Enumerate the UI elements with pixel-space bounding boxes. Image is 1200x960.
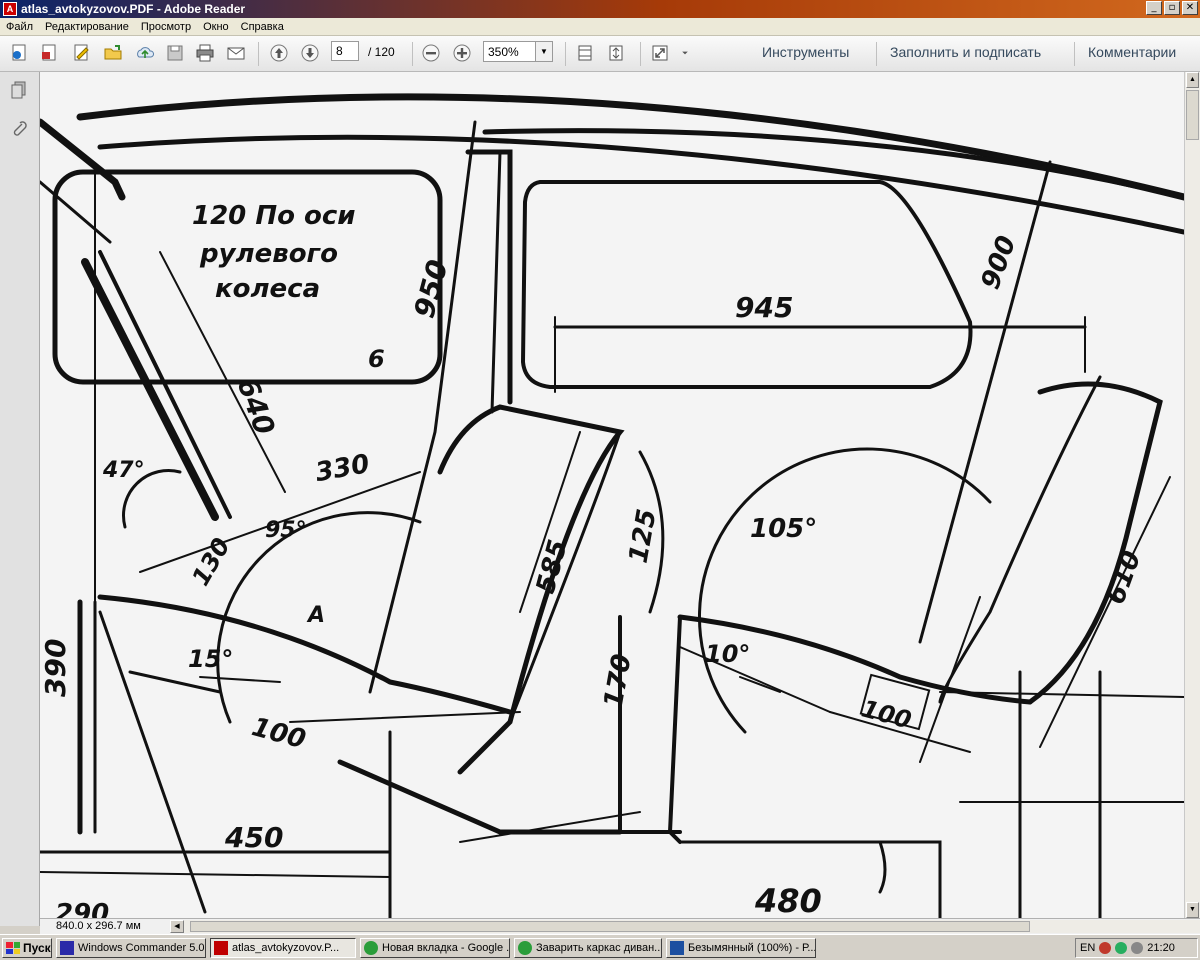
save-icon[interactable]: [164, 42, 186, 64]
label-330: 330: [313, 449, 372, 488]
window-title: atlas_avtokyzovov.PDF - Adobe Reader: [21, 2, 246, 16]
horizontal-scroll-thumb[interactable]: [190, 921, 1030, 932]
windows-commander-icon: [60, 941, 74, 955]
windows-logo-icon: [6, 942, 20, 954]
email-icon[interactable]: [225, 42, 247, 64]
page-count: / 120: [368, 45, 395, 59]
label-480: 480: [754, 882, 822, 918]
page-number-input[interactable]: [331, 41, 359, 61]
label-steering-2: рулевого: [199, 239, 338, 269]
label-100-front: 100: [249, 712, 309, 755]
task-chrome-weld[interactable]: Заварить каркас диван...: [514, 938, 662, 958]
taskbar: Пуск Windows Commander 5.0... atlas_avto…: [0, 934, 1200, 960]
system-tray: EN 21:20: [1075, 938, 1198, 958]
task-paint[interactable]: Безымянный (100%) - Р...: [666, 938, 816, 958]
task-label: Новая вкладка - Google ...: [382, 942, 510, 954]
cloud-upload-icon[interactable]: [134, 42, 156, 64]
start-label: Пуск: [23, 941, 51, 955]
next-page-icon[interactable]: [299, 42, 321, 64]
car-body-drawing: 120 По оси рулевого колеса 950 6 900 945…: [40, 93, 1184, 918]
task-label: atlas_avtokyzovov.P...: [232, 942, 340, 954]
label-6: 6: [368, 345, 385, 373]
vertical-scroll-thumb[interactable]: [1186, 90, 1199, 140]
zoom-select[interactable]: 350% ▼: [483, 41, 553, 62]
vertical-scrollbar[interactable]: ▲ ▼: [1184, 72, 1200, 918]
horizontal-scrollbar[interactable]: ◀ ▶: [170, 920, 1200, 933]
zoom-value: 350%: [488, 45, 519, 59]
volume-icon[interactable]: [1131, 942, 1144, 954]
status-bar: 840.0 x 296.7 мм ◀ ▶: [40, 918, 1200, 934]
attachments-icon[interactable]: [9, 120, 29, 140]
edit-pdf-icon[interactable]: [70, 42, 92, 64]
zoom-out-icon[interactable]: [420, 42, 442, 64]
fit-width-icon[interactable]: [574, 42, 596, 64]
start-button[interactable]: Пуск: [2, 938, 52, 958]
label-125: 125: [624, 507, 663, 566]
task-chrome-new-tab[interactable]: Новая вкладка - Google ...: [360, 938, 510, 958]
language-indicator[interactable]: EN: [1080, 942, 1096, 954]
menu-file[interactable]: Файл: [6, 20, 34, 33]
label-950: 950: [408, 256, 455, 321]
export-pdf-icon[interactable]: [38, 42, 60, 64]
comments-link[interactable]: Комментарии: [1088, 44, 1177, 60]
task-label: Безымянный (100%) - Р...: [688, 942, 816, 954]
label-a: A: [306, 603, 325, 628]
navigation-pane: [0, 72, 40, 926]
previous-page-icon[interactable]: [268, 42, 290, 64]
label-390: 390: [40, 639, 72, 697]
open-folder-icon[interactable]: [102, 42, 124, 64]
adobe-reader-icon: A: [3, 2, 17, 16]
fullscreen-icon[interactable]: [649, 42, 671, 64]
menu-window[interactable]: Окно: [203, 20, 229, 33]
label-290: 290: [55, 899, 109, 918]
image-editor-icon: [670, 941, 684, 955]
task-label: Windows Commander 5.0...: [78, 942, 206, 954]
minimize-button[interactable]: _: [1146, 1, 1162, 15]
toolbar: [0, 36, 1200, 72]
chrome-icon: [364, 941, 378, 955]
create-pdf-icon[interactable]: [8, 42, 30, 64]
label-10-deg: 10°: [705, 640, 750, 668]
label-steering-1: 120 По оси: [192, 201, 356, 231]
scroll-left-arrow-icon[interactable]: ◀: [170, 920, 184, 933]
label-450: 450: [224, 821, 283, 854]
label-105-deg: 105°: [750, 514, 817, 544]
label-170: 170: [599, 652, 638, 711]
clock: 21:20: [1147, 942, 1175, 954]
chevron-down-icon[interactable]: ▼: [535, 42, 552, 61]
more-tools-chevron-icon[interactable]: [678, 42, 692, 64]
label-47-deg: 47°: [102, 458, 145, 483]
document-view[interactable]: 120 По оси рулевого колеса 950 6 900 945…: [40, 72, 1184, 918]
tools-link[interactable]: Инструменты: [762, 44, 850, 60]
chrome-icon: [518, 941, 532, 955]
title-bar: A atlas_avtokyzovov.PDF - Adobe Reader _…: [0, 0, 1200, 18]
scroll-down-arrow-icon[interactable]: ▼: [1186, 902, 1199, 918]
menu-edit[interactable]: Редактирование: [45, 20, 129, 33]
label-610: 610: [1101, 547, 1148, 608]
task-windows-commander[interactable]: Windows Commander 5.0...: [56, 938, 206, 958]
shield-icon[interactable]: [1115, 942, 1128, 954]
print-icon[interactable]: [194, 42, 216, 64]
close-button[interactable]: ✕: [1182, 1, 1198, 15]
task-label: Заварить каркас диван...: [536, 942, 662, 954]
page-dimensions: 840.0 x 296.7 мм: [56, 920, 141, 932]
fill-and-sign-link[interactable]: Заполнить и подписать: [890, 44, 1042, 60]
task-adobe-reader[interactable]: atlas_avtokyzovov.P...: [210, 938, 356, 958]
menu-view[interactable]: Просмотр: [140, 20, 192, 33]
label-steering-3: колеса: [215, 274, 320, 304]
adobe-reader-icon: [214, 941, 228, 955]
restore-button[interactable]: ▫: [1164, 1, 1180, 15]
menu-help[interactable]: Справка: [240, 20, 284, 33]
label-15-deg: 15°: [188, 645, 233, 673]
label-130: 130: [186, 533, 235, 590]
label-585: 585: [531, 537, 574, 597]
antivirus-icon[interactable]: [1099, 942, 1112, 954]
menu-bar: Файл Редактирование Просмотр Окно Справк…: [0, 18, 1200, 36]
fit-page-icon[interactable]: [605, 42, 627, 64]
label-95-deg: 95°: [265, 518, 307, 543]
zoom-in-icon[interactable]: [451, 42, 473, 64]
label-945: 945: [735, 291, 793, 324]
scroll-up-arrow-icon[interactable]: ▲: [1186, 72, 1199, 88]
pages-icon[interactable]: [9, 80, 29, 100]
